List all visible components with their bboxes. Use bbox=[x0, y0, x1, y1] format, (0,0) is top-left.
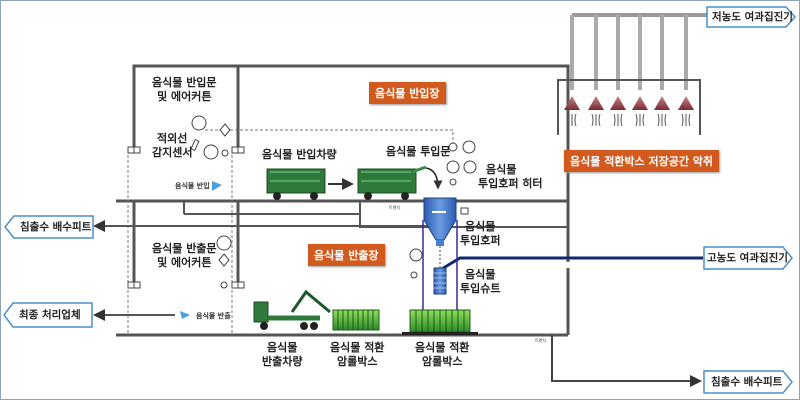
large-box-label: 음식물 적환 암롤박스 bbox=[415, 341, 469, 369]
hopper-heater-line1: 음식물 bbox=[486, 163, 517, 176]
high-conc-duct bbox=[439, 256, 703, 272]
hopper-heater-line2: 투입호퍼 히터 bbox=[478, 177, 543, 190]
inbound-vehicle-label: 음식물 반입차량 bbox=[262, 148, 337, 161]
large-box-line2: 암롤박스 bbox=[421, 355, 463, 368]
inlet-door-label: 음식물 반입문 및 에어커튼 bbox=[152, 76, 217, 104]
ir-sensor-line2: 감지센서 bbox=[152, 146, 193, 159]
tag-shape bbox=[3, 302, 93, 328]
leachate-pit-left-label: 침출수 배수피트 bbox=[20, 221, 92, 233]
chute-line1: 음식물 bbox=[465, 268, 496, 281]
large-box-line1: 음식물 적환 bbox=[415, 341, 470, 354]
sensor-icon bbox=[203, 144, 219, 160]
low-conc-filter-label: 저농도 여과집진기 bbox=[712, 11, 793, 23]
inbound-truck-1 bbox=[266, 168, 326, 200]
outlet-door-label: 음식물 반출문 및 에어커튼 bbox=[152, 242, 217, 270]
high-conc-filter-label: 고농도 여과집진기 bbox=[707, 252, 788, 264]
trench-upper bbox=[184, 201, 361, 215]
exhaust-hood-system bbox=[557, 13, 708, 135]
sensor-icon bbox=[462, 140, 476, 154]
hopper-heater-label: 음식물 투입호퍼 히터 bbox=[478, 163, 543, 191]
input-door-label: 음식물 투입문 bbox=[386, 145, 451, 158]
leachate-pit-bottom-tag: 침출수 배수피트 bbox=[703, 370, 793, 394]
inbound-truck-2 bbox=[357, 165, 427, 200]
input-chute bbox=[433, 267, 447, 295]
small-box-label: 음식물 적환 암롤박스 bbox=[330, 341, 384, 369]
high-conc-filter-tag: 고농도 여과집진기 bbox=[703, 246, 793, 270]
hopper-label: 음식물 투입호퍼 bbox=[460, 220, 500, 248]
valve-icon bbox=[219, 123, 231, 137]
sensor-icon bbox=[446, 160, 460, 174]
hood-icon bbox=[610, 96, 626, 110]
leachate-arrow-bottom bbox=[551, 335, 702, 387]
inbound-flow-icon bbox=[212, 181, 222, 191]
valve-icon bbox=[220, 281, 228, 289]
outbound-vehicle-line2: 반출차량 bbox=[262, 355, 303, 368]
outbound-flow-icon bbox=[180, 311, 190, 319]
outbound-flow-label: 음식물 반출 bbox=[196, 312, 231, 320]
leachate-pit-left-tag: 침출수 배수피트 bbox=[4, 215, 94, 239]
ir-sensor-label: 적외선 감지센서 bbox=[152, 132, 192, 160]
hopper-line1: 음식물 bbox=[465, 220, 496, 233]
storage-enclosure bbox=[557, 79, 701, 135]
dispatch-area-label: 음식물 반출장 bbox=[308, 244, 385, 266]
inbound-flow-label: 음식물 반입 bbox=[175, 182, 210, 190]
sensor-icon bbox=[448, 142, 458, 152]
outbound-truck bbox=[253, 289, 331, 330]
tag-shape bbox=[706, 6, 796, 28]
final-disposal-label: 최종 처리업체 bbox=[19, 309, 81, 321]
receiving-area-label: 음식물 반입장 bbox=[369, 82, 446, 104]
sensor-icons bbox=[127, 115, 477, 289]
chute-line2: 투입슈트 bbox=[460, 282, 501, 295]
inlet-door-line2: 및 에어커튼 bbox=[157, 90, 212, 103]
exhaust-hoods bbox=[564, 96, 694, 110]
odor-area-label: 음식물 적환박스 저장공간 악취 bbox=[564, 150, 720, 172]
valve-icon bbox=[218, 253, 230, 267]
inlet-door-line1: 음식물 반입문 bbox=[152, 76, 217, 89]
hood-icon bbox=[654, 96, 670, 110]
final-disposal-tag: 최종 처리업체 bbox=[3, 302, 93, 328]
building-walls bbox=[116, 64, 570, 337]
input-hopper bbox=[422, 197, 469, 310]
valve-icon bbox=[221, 149, 229, 157]
sensor-icon bbox=[409, 248, 423, 262]
ir-sensor-line1: 적외선 bbox=[157, 132, 188, 145]
trench-label-2: 트렌치 bbox=[535, 338, 547, 343]
outlet-door-line2: 및 에어커튼 bbox=[157, 256, 212, 269]
trench-label-1: 트렌치 bbox=[389, 205, 401, 210]
tag-shape bbox=[703, 370, 793, 394]
small-box-line1: 음식물 적환 bbox=[330, 341, 385, 354]
leachate-pit-bottom-label: 침출수 배수피트 bbox=[711, 376, 783, 388]
outbound-vehicle-line1: 음식물 bbox=[267, 341, 298, 354]
heater-icon bbox=[463, 160, 477, 174]
chute-label: 음식물 투입슈트 bbox=[460, 268, 500, 296]
small-arm-roll-box bbox=[332, 309, 380, 331]
small-box-line2: 암롤박스 bbox=[336, 355, 378, 368]
hood-icon bbox=[564, 96, 580, 110]
outlet-door-line1: 음식물 반출문 bbox=[152, 242, 217, 255]
tag-shape bbox=[703, 246, 793, 270]
large-arm-roll-box bbox=[402, 309, 478, 335]
low-conc-filter-tag: 저농도 여과집진기 bbox=[706, 6, 796, 28]
sensor-icon bbox=[191, 115, 207, 131]
odor-wave-icons bbox=[567, 113, 691, 127]
sensor-icon bbox=[216, 235, 232, 251]
hood-icon bbox=[632, 96, 648, 110]
input-arrow bbox=[425, 167, 443, 190]
hood-icon bbox=[678, 96, 694, 110]
tag-shape bbox=[4, 215, 94, 239]
hood-icon bbox=[588, 96, 604, 110]
hopper-line2: 투입호퍼 bbox=[460, 234, 501, 247]
ir-sensor-icon bbox=[190, 138, 200, 152]
upper-outer-wall bbox=[132, 64, 570, 205]
outbound-vehicle-label: 음식물 반출차량 bbox=[262, 341, 302, 369]
